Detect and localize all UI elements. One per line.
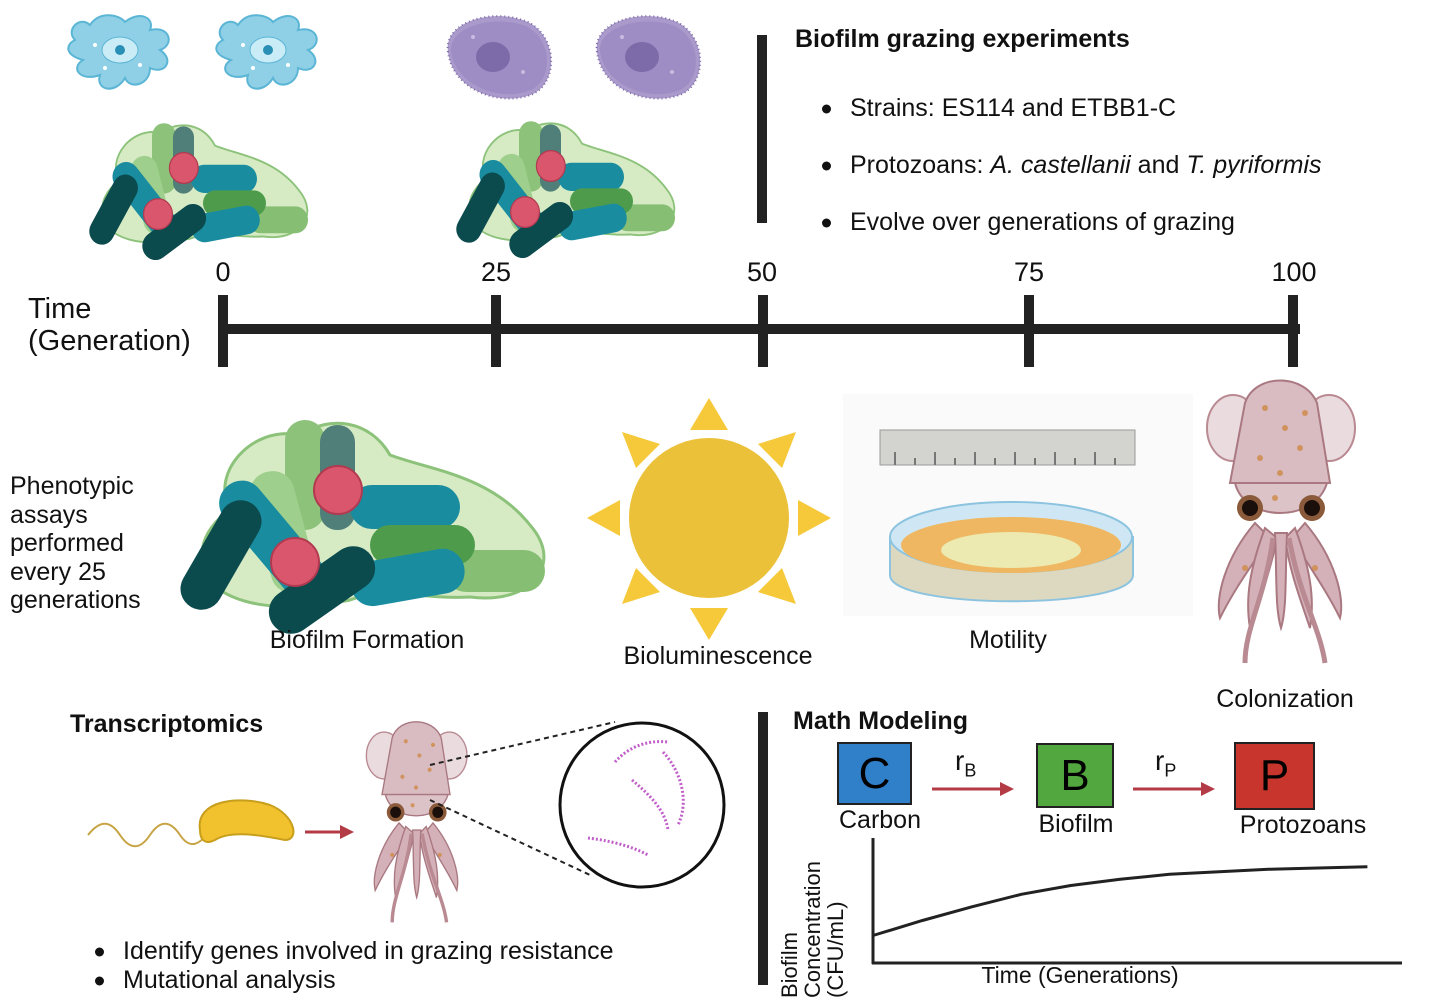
tick-label: 75	[1013, 257, 1045, 287]
subscript: B	[964, 760, 977, 781]
assay-label-colonization: Colonization	[1216, 685, 1354, 713]
node-carbon: C	[837, 742, 912, 805]
arrow-icon	[305, 825, 354, 839]
assay-label-bioluminescence: Bioluminescence	[623, 642, 813, 670]
list-item: Strains: ES114 and ETBB1-C	[820, 80, 1322, 137]
timeline-axis	[218, 295, 1300, 367]
text: (CFU/mL)	[823, 901, 848, 998]
rate-arrow	[1133, 782, 1215, 796]
list-item: Identify genes involved in grazing resis…	[93, 937, 614, 966]
transcriptomics-title: Transcriptomics	[70, 710, 264, 738]
bacterium-icon	[87, 799, 295, 848]
experiments-title: Biofilm grazing experiments	[795, 25, 1130, 53]
tick-label: 0	[215, 257, 231, 287]
sun-icon	[587, 398, 831, 640]
zoom-lines	[429, 721, 616, 876]
text: Protozoans:	[850, 151, 991, 179]
species-name: T. pyriformis	[1186, 151, 1322, 179]
tick-label: 25	[480, 257, 512, 287]
rate-label: rP	[1155, 745, 1176, 782]
tick-label: 100	[1271, 257, 1317, 287]
list-item: Evolve over generations of grazing	[820, 194, 1322, 251]
text: (Generation)	[28, 325, 191, 357]
text: and	[1130, 151, 1187, 179]
motility-icon	[843, 394, 1193, 616]
assay-label-motility: Motility	[969, 626, 1047, 654]
list-item: Mutational analysis	[93, 966, 614, 995]
experiments-list: Strains: ES114 and ETBB1-C Protozoans: A…	[820, 80, 1322, 251]
text: Time	[28, 293, 92, 325]
chart-xlabel: Time (Generations)	[981, 962, 1179, 988]
text: Phenotypic	[10, 472, 134, 500]
text: generations	[10, 586, 141, 614]
amoeba-icon	[215, 14, 318, 90]
list-item: Protozoans: A. castellanii and T. pyrifo…	[820, 137, 1322, 194]
biofilm-formation-icon	[171, 418, 547, 644]
node-label: Carbon	[839, 806, 921, 834]
phenotypic-description: Phenotypic assays performed every 25 gen…	[10, 472, 141, 615]
text: every 25	[10, 557, 106, 586]
transcriptomics-list: Identify genes involved in grazing resis…	[93, 937, 614, 995]
divider	[757, 35, 767, 223]
subscript: P	[1164, 760, 1177, 781]
species-name: A. castellanii	[990, 151, 1131, 179]
chart-ylabel: Biofilm Concentration (CFU/mL)	[777, 861, 848, 998]
text: r	[955, 745, 965, 776]
microscope-circle-icon	[558, 721, 726, 889]
rate-label: rB	[955, 745, 976, 782]
squid-icon	[1207, 381, 1355, 664]
ciliate-icon	[595, 15, 702, 100]
tick-label: 50	[746, 257, 778, 287]
squid-small-icon	[364, 720, 469, 925]
biofilm-small-icon	[450, 120, 676, 265]
rate-arrow	[932, 782, 1014, 796]
text: Concentration	[800, 861, 825, 998]
node-biofilm: B	[1036, 743, 1114, 808]
node-label: Protozoans	[1239, 811, 1367, 839]
math-modeling-title: Math Modeling	[793, 707, 968, 735]
text: r	[1155, 745, 1165, 776]
timeline-label: Time (Generation)	[28, 293, 191, 357]
biofilm-small-icon	[83, 122, 309, 267]
text: performed	[10, 529, 124, 557]
biofilm-curve	[872, 865, 1368, 937]
node-protozoans: P	[1234, 742, 1315, 810]
text: Biofilm	[777, 931, 802, 998]
assay-label-biofilm: Biofilm Formation	[269, 626, 465, 654]
text: assays	[10, 500, 88, 529]
amoeba-icon	[67, 14, 170, 90]
divider	[758, 712, 768, 985]
biofilm-chart	[871, 838, 1402, 965]
node-label: Biofilm	[1038, 810, 1114, 838]
ciliate-icon	[446, 15, 553, 100]
